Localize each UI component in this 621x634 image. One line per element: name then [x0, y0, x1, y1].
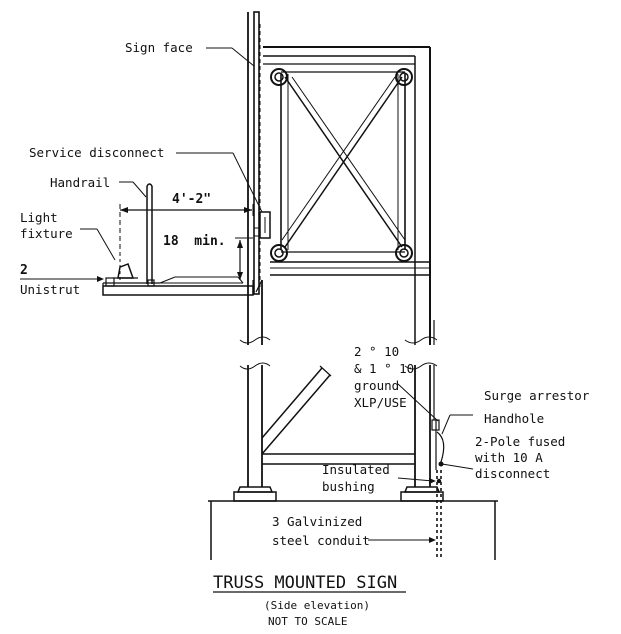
right-post	[404, 336, 438, 487]
sign-face	[253, 11, 261, 295]
label-conduit-line2: steel conduit	[272, 533, 370, 548]
concrete-foundation	[208, 500, 498, 560]
label-fused-line2: with 10 A	[475, 450, 543, 465]
lower-bracing	[261, 365, 415, 465]
label-unistrut-qty: 2	[20, 263, 28, 278]
drawing-subtitle: (Side elevation)	[264, 599, 370, 612]
labels: Sign face Service disconnect Handrail Li…	[20, 40, 590, 548]
light-fixture	[113, 259, 138, 280]
label-handrail: Handrail	[50, 175, 110, 190]
label-service-disconnect: Service disconnect	[29, 145, 164, 160]
dimension-lines	[119, 204, 254, 280]
maintenance-walkway	[102, 276, 263, 296]
service-disconnect-box	[253, 211, 271, 239]
label-wire-line4: XLP/USE	[354, 395, 407, 410]
label-wire-line1: 2 ° 10	[354, 344, 399, 359]
label-wire-line3: ground	[354, 378, 399, 393]
electrical-hardware	[431, 419, 445, 484]
truss-structure	[263, 46, 431, 345]
label-handhole: Handhole	[484, 411, 544, 426]
label-unistrut: Unistrut	[20, 282, 80, 297]
leader-lines	[20, 47, 474, 543]
left-post	[239, 12, 271, 487]
label-insulated-line2: bushing	[322, 479, 375, 494]
dimension-walkway-width: 4'-2"	[172, 192, 211, 207]
handrail	[146, 183, 153, 284]
label-light-fixture-line2: fixture	[20, 226, 73, 241]
drawing-title: TRUSS MOUNTED SIGN	[213, 573, 397, 593]
label-insulated-line1: Insulated	[322, 462, 390, 477]
label-surge-arrestor: Surge arrestor	[484, 388, 590, 403]
label-conduit-line1: 3 Galvinized	[272, 514, 362, 529]
label-fused-line3: disconnect	[475, 466, 550, 481]
label-light-fixture-line1: Light	[20, 210, 58, 225]
title-block: TRUSS MOUNTED SIGN (Side elevation) NOT …	[213, 573, 406, 628]
label-fused-line1: 2-Pole fused	[475, 434, 565, 449]
drawing-scale-note: NOT TO SCALE	[268, 615, 347, 628]
dimension-min-height: 18 min.	[163, 234, 226, 249]
label-sign-face: Sign face	[125, 40, 193, 55]
label-wire-line2: & 1 ° 10	[354, 361, 414, 376]
conduit-run	[433, 320, 442, 560]
